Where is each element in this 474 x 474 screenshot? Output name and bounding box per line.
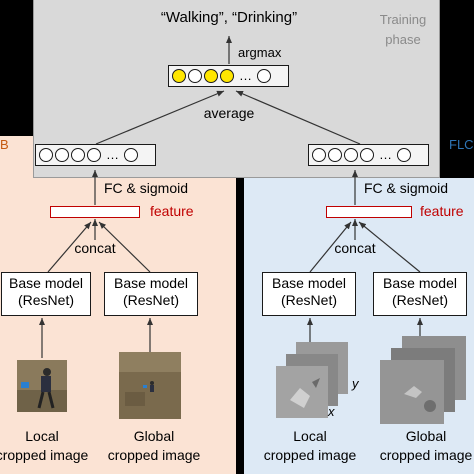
vector-unit — [312, 148, 326, 162]
axis-x-label-local: x — [328, 404, 335, 419]
left-output-vector: … — [35, 144, 156, 166]
vector-unit — [344, 148, 358, 162]
vector-unit-active — [204, 69, 218, 83]
right-base-model-global: Base model (ResNet) — [373, 272, 467, 316]
right-panel-tag: FLC — [449, 137, 474, 152]
arrow-right-model-local — [309, 221, 352, 273]
vector-unit-active — [220, 69, 234, 83]
local-cropped-image-left — [17, 360, 67, 412]
right-feature-box — [326, 206, 412, 218]
local-cropped-image-right — [276, 342, 348, 418]
model-name: Base model — [114, 275, 188, 291]
right-output-vector: … — [308, 144, 429, 166]
caption-line: cropped image — [0, 447, 89, 463]
caption-line: Global — [405, 428, 447, 444]
right-base-model-local: Base model (ResNet) — [262, 272, 356, 316]
ellipsis: … — [106, 147, 119, 162]
arrow-left-model-local — [47, 221, 92, 273]
ellipsis: … — [379, 147, 392, 162]
right-global-caption: Global cropped image — [380, 427, 473, 465]
left-global-caption: Global cropped image — [108, 427, 201, 465]
output-label: “Walking”, “Drinking” — [160, 9, 298, 26]
arrow-average-right — [235, 90, 361, 145]
vector-unit — [55, 148, 69, 162]
vector-unit-active — [172, 69, 186, 83]
vector-unit — [87, 148, 101, 162]
caption-line: cropped image — [263, 447, 357, 463]
vector-unit — [360, 148, 374, 162]
model-architecture: (ResNet) — [391, 292, 448, 308]
model-name: Base model — [383, 275, 457, 291]
right-concat-label: concat — [334, 240, 376, 256]
global-cropped-image-left — [119, 352, 181, 419]
model-name: Base model — [272, 275, 346, 291]
average-label: average — [203, 105, 255, 121]
vector-unit — [124, 148, 138, 162]
left-fc-label: FC & sigmoid — [104, 180, 189, 196]
vector-unit — [257, 69, 271, 83]
vector-unit — [328, 148, 342, 162]
vector-unit — [39, 148, 53, 162]
caption-line: Local — [293, 428, 327, 444]
right-fc-label: FC & sigmoid — [364, 180, 449, 196]
axis-y-label: y — [352, 376, 359, 391]
argmax-label: argmax — [238, 45, 282, 60]
output-vector: … — [168, 65, 289, 87]
right-local-caption: Local cropped image — [264, 427, 357, 465]
left-base-model-local: Base model (ResNet) — [1, 272, 91, 316]
global-cropped-image-right — [380, 336, 466, 424]
arrow-average-left — [95, 90, 225, 145]
caption-line: cropped image — [107, 447, 201, 463]
model-architecture: (ResNet) — [122, 292, 179, 308]
caption-line: Global — [133, 428, 175, 444]
vector-unit — [188, 69, 202, 83]
ellipsis: … — [239, 68, 252, 83]
right-feature-label: feature — [420, 203, 464, 219]
caption-line: cropped image — [379, 447, 473, 463]
model-name: Base model — [9, 275, 83, 291]
caption-line: Local — [25, 428, 59, 444]
left-feature-label: feature — [150, 203, 194, 219]
model-architecture: (ResNet) — [17, 292, 74, 308]
arrow-right-model-global — [358, 221, 421, 273]
vector-unit — [397, 148, 411, 162]
left-local-caption: Local cropped image — [0, 427, 88, 465]
left-panel-tag: B — [0, 137, 9, 152]
left-base-model-global: Base model (ResNet) — [104, 272, 198, 316]
left-concat-label: concat — [74, 240, 116, 256]
model-architecture: (ResNet) — [280, 292, 337, 308]
arrow-left-model-global — [98, 221, 151, 273]
left-feature-box — [50, 206, 140, 218]
vector-unit — [71, 148, 85, 162]
phase-label: Training phase — [379, 12, 427, 47]
